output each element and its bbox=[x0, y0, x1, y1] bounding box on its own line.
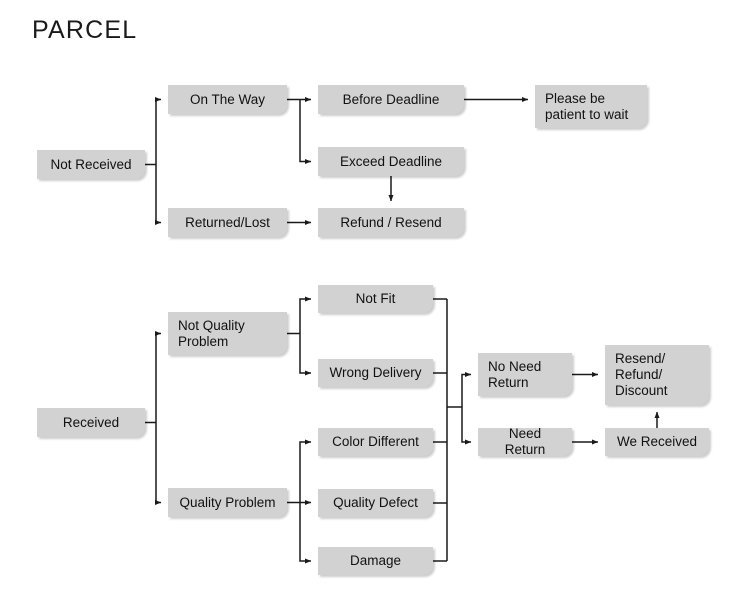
node-quality-problem[interactable]: Quality Problem bbox=[168, 488, 287, 517]
node-not-fit[interactable]: Not Fit bbox=[318, 285, 433, 313]
node-received[interactable]: Received bbox=[37, 408, 145, 437]
edge-notreceived-ontheway bbox=[154, 96, 162, 165]
node-not-quality-problem[interactable]: Not Quality Problem bbox=[168, 312, 287, 355]
edge-bus-needreturn bbox=[461, 407, 472, 445]
node-damage[interactable]: Damage bbox=[318, 547, 433, 575]
edge-notreceived-returnedlost bbox=[154, 164, 162, 226]
node-need-return[interactable]: Need Return bbox=[478, 426, 572, 457]
edge-received-qualityproblem bbox=[154, 422, 162, 506]
node-resend-refund-discount[interactable]: Resend/ Refund/ Discount bbox=[605, 345, 709, 405]
node-wrong-delivery[interactable]: Wrong Delivery bbox=[318, 359, 433, 387]
node-we-received[interactable]: We Received bbox=[605, 428, 709, 456]
node-on-the-way[interactable]: On The Way bbox=[168, 85, 287, 114]
edge-qualityproblem-damage bbox=[299, 502, 312, 564]
node-refund-resend[interactable]: Refund / Resend bbox=[318, 208, 464, 237]
edge-notquality-notfit bbox=[299, 296, 312, 334]
node-before-deadline[interactable]: Before Deadline bbox=[318, 85, 464, 114]
edge-qualityproblem-colordifferent bbox=[299, 439, 312, 503]
node-exceed-deadline[interactable]: Exceed Deadline bbox=[318, 147, 464, 176]
edge-notquality-wrongdelivery bbox=[299, 333, 312, 376]
node-no-need-return[interactable]: No Need Return bbox=[478, 353, 572, 396]
node-please-be-patient[interactable]: Please be patient to wait bbox=[535, 85, 647, 128]
edge-received-notquality bbox=[154, 330, 162, 423]
edge-bus-noneedreturn bbox=[461, 371, 472, 407]
edge-ontheway-exceeddeadline bbox=[299, 99, 312, 165]
node-not-received[interactable]: Not Received bbox=[37, 150, 145, 179]
node-quality-defect[interactable]: Quality Defect bbox=[318, 489, 433, 517]
node-returned-lost[interactable]: Returned/Lost bbox=[168, 208, 287, 237]
page-title: PARCEL bbox=[32, 16, 138, 44]
node-color-different[interactable]: Color Different bbox=[318, 428, 433, 456]
